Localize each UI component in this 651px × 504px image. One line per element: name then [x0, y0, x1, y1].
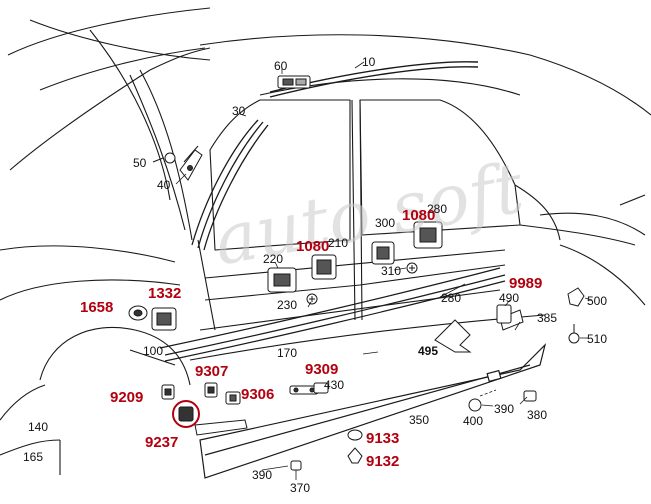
leader-lines	[175, 61, 593, 480]
clip-part-430[interactable]	[313, 382, 329, 394]
sill-bracket-part-390a[interactable]	[194, 419, 248, 436]
label-400: 400	[463, 414, 483, 428]
label-280-top: 280	[427, 202, 447, 216]
label-60: 60	[274, 59, 288, 73]
label-490: 490	[499, 291, 519, 305]
clip-part-9307[interactable]	[204, 382, 218, 398]
screw-part-510[interactable]	[568, 324, 580, 344]
label-280-bottom: 280	[441, 291, 461, 305]
clip-part-9306[interactable]	[225, 391, 241, 405]
label-230: 230	[277, 298, 297, 312]
grommet-part-1658[interactable]	[128, 305, 148, 321]
label-495: 495	[418, 344, 438, 358]
bracket-part-495[interactable]	[434, 319, 472, 353]
label-165: 165	[23, 450, 43, 464]
label-510: 510	[587, 332, 607, 346]
red-label-9133: 9133	[366, 430, 399, 447]
screw-part-50[interactable]	[152, 152, 176, 164]
label-385: 385	[537, 311, 557, 325]
label-310: 310	[381, 264, 401, 278]
clip-part-1080a[interactable]	[311, 254, 337, 280]
red-label-9989: 9989	[509, 275, 542, 292]
label-220: 220	[263, 252, 283, 266]
label-500: 500	[587, 294, 607, 308]
red-label-1080-left: 1080	[296, 238, 329, 255]
screw-part-230[interactable]	[306, 293, 318, 305]
nut-part-400[interactable]	[468, 398, 482, 412]
clip-part-9237[interactable]	[172, 400, 200, 428]
label-210: 210	[328, 236, 348, 250]
clip-part-220[interactable]	[267, 267, 297, 293]
red-label-9309: 9309	[305, 361, 338, 378]
label-50: 50	[133, 156, 147, 170]
label-390-right: 390	[494, 402, 514, 416]
clip-part-490[interactable]	[496, 304, 512, 324]
red-label-9306: 9306	[241, 386, 274, 403]
label-430: 430	[324, 378, 344, 392]
label-40: 40	[157, 178, 171, 192]
cap-part-370[interactable]	[290, 460, 302, 471]
screw-part-500[interactable]	[567, 287, 585, 307]
clip-part-9209[interactable]	[161, 384, 175, 400]
label-30: 30	[232, 104, 246, 118]
label-170: 170	[277, 346, 297, 360]
label-350: 350	[409, 413, 429, 427]
label-390-left: 390	[252, 468, 272, 482]
red-label-9209: 9209	[110, 389, 143, 406]
nut-part-9132[interactable]	[347, 447, 363, 464]
red-label-9132: 9132	[366, 453, 399, 470]
windshield-trim-part-30[interactable]	[191, 119, 269, 251]
cap-part-380[interactable]	[523, 390, 537, 402]
clip-part-1332[interactable]	[151, 307, 177, 331]
highlighted-part-labels: 1080 1080 1332 1658 9209 9237 9306 9307 …	[80, 207, 542, 470]
clip-part-1080b[interactable]	[413, 221, 443, 249]
red-label-1332: 1332	[148, 285, 181, 302]
label-140: 140	[28, 420, 48, 434]
red-label-9307: 9307	[195, 363, 228, 380]
red-label-1080-right: 1080	[402, 207, 435, 224]
clip-part-60[interactable]	[277, 75, 311, 89]
label-10: 10	[362, 55, 376, 69]
label-100: 100	[143, 344, 163, 358]
screw-part-310[interactable]	[406, 262, 418, 274]
part-number-labels: 10 30 40 50 60 100 140 165 170 210 220 2…	[23, 55, 607, 495]
label-370: 370	[290, 481, 310, 495]
clip-part-9133[interactable]	[347, 429, 363, 441]
label-380: 380	[527, 408, 547, 422]
label-300: 300	[375, 216, 395, 230]
bracket-part-40[interactable]	[179, 145, 203, 181]
side-sill-part-350[interactable]	[199, 343, 547, 479]
red-label-1658: 1658	[80, 299, 113, 316]
clip-part-300[interactable]	[371, 241, 395, 265]
watermark-text: auto soft	[208, 146, 530, 281]
red-label-9237: 9237	[145, 434, 178, 451]
